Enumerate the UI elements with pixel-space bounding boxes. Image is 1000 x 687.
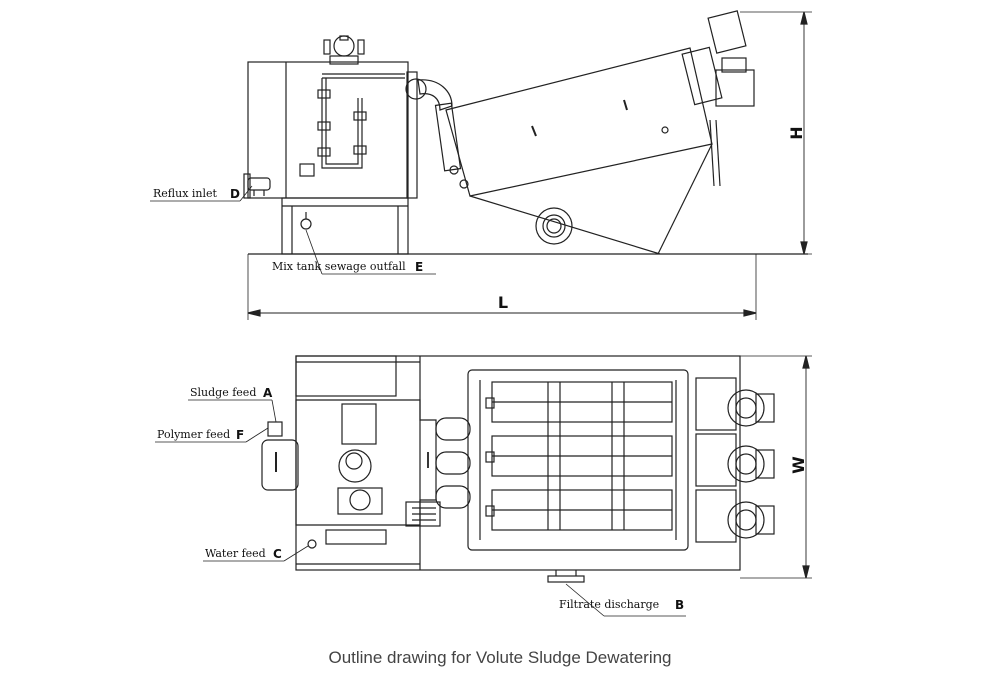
agitator-motor	[333, 35, 355, 57]
mix-tank-plan	[295, 399, 437, 526]
width-label: W	[789, 456, 808, 474]
mix-tank-outfall-label: Mix tank sewage outfall	[272, 260, 406, 273]
drive-unit-2	[695, 433, 737, 487]
water-feed-letter: C	[273, 547, 282, 561]
drive-unit-3	[695, 489, 737, 543]
drive-unit-1	[695, 377, 737, 431]
plan-view: W Sludge feed A Polymer feed F Water fee…	[155, 355, 812, 617]
reflux-inlet-letter: D	[230, 187, 240, 201]
filtrate-outlet	[547, 575, 585, 583]
filtrate-discharge-letter: B	[675, 598, 684, 612]
sludge-feed-letter: A	[263, 386, 273, 400]
tank-piping	[321, 78, 363, 169]
filtrate-discharge-label: Filtrate discharge	[559, 598, 659, 611]
water-feed-label: Water feed	[205, 547, 266, 560]
reflux-inlet-label: Reflux inlet	[153, 187, 218, 200]
side-view: H L Reflux inlet D Mix tank sewage outfa…	[150, 10, 812, 320]
polymer-feed-letter: F	[236, 428, 244, 442]
polymer-feed-label: Polymer feed	[157, 428, 230, 441]
length-label: L	[498, 293, 508, 312]
figure-caption: Outline drawing for Volute Sludge Dewate…	[328, 648, 672, 667]
mix-tank-outfall-letter: E	[415, 260, 423, 274]
plan-frame	[295, 355, 741, 571]
height-label: H	[787, 126, 806, 139]
screw-body	[445, 47, 713, 197]
filtrate-port	[535, 207, 573, 245]
sludge-feed-label: Sludge feed	[190, 386, 256, 399]
drive-motor	[715, 69, 755, 107]
screw-section	[467, 369, 689, 551]
